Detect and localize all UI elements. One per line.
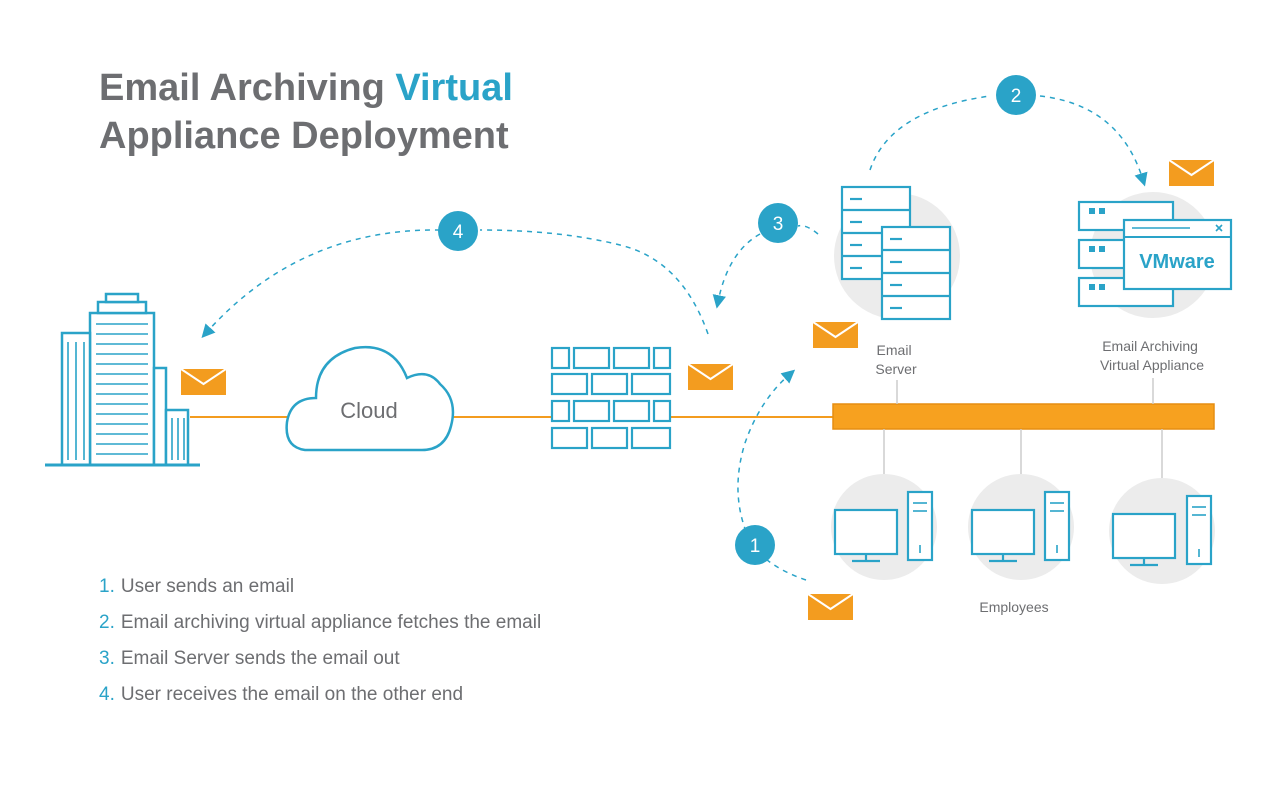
title-line1-prefix: Email Archiving [99, 67, 396, 109]
email-server-label-line1: Email [877, 342, 912, 358]
flow-arrow-step-2 [869, 95, 1143, 180]
employees-label: Employees [979, 599, 1048, 615]
step-marker-3-label: 3 [773, 214, 784, 235]
legend-item-1-num: 1. [99, 576, 115, 597]
legend-item-4: 4.User receives the email on the other e… [99, 677, 541, 713]
envelope-icon [687, 363, 734, 390]
appliance-label-line1: Email Archiving [1102, 338, 1198, 354]
network-bus [832, 403, 1215, 430]
step-marker-4: 4 [438, 211, 478, 251]
firewall-icon [550, 346, 672, 450]
vmware-window-icon: VMware [1122, 218, 1233, 291]
step-marker-4-label: 4 [453, 222, 464, 243]
employee-workstation-1 [831, 474, 937, 580]
envelope-icon [180, 368, 227, 395]
legend-item-2-text: Email archiving virtual appliance fetche… [120, 612, 542, 633]
legend-item-4-text: User receives the email on the other end [120, 684, 464, 705]
step-marker-1: 1 [735, 525, 775, 565]
step-marker-1-label: 1 [750, 536, 761, 557]
envelope-icon [807, 593, 854, 620]
legend-item-3: 3.Email Server sends the email out [99, 641, 541, 677]
page-title: Email Archiving Virtual Appliance Deploy… [99, 64, 513, 160]
employee-workstation-2 [968, 474, 1074, 580]
cloud-label: Cloud [340, 398, 397, 423]
close-icon [1215, 224, 1223, 232]
flow-arrow-step-4 [206, 229, 709, 334]
appliance-label: Email Archiving Virtual Appliance [1100, 338, 1204, 373]
legend-item-4-num: 4. [99, 684, 115, 705]
legend-item-1: 1.User sends an email [99, 569, 541, 605]
legend-item-3-num: 3. [99, 648, 115, 669]
legend-item-3-text: Email Server sends the email out [120, 648, 400, 669]
envelope-icon [812, 321, 859, 348]
title-line2: Appliance Deployment [99, 115, 509, 157]
vmware-label: VMware [1139, 251, 1215, 273]
email-server-icon [840, 185, 952, 321]
steps-legend: 1.User sends an email 2.Email archiving … [99, 569, 541, 713]
flow-arrow-step-1 [737, 369, 807, 581]
employee-workstation-3 [1109, 478, 1215, 584]
title-accent: Virtual [395, 67, 513, 109]
email-server-label: Email Server [875, 342, 917, 377]
flow-arrow-step-3 [718, 224, 819, 302]
office-building-icon [45, 292, 200, 467]
envelope-icon [1168, 159, 1215, 186]
step-marker-2: 2 [996, 75, 1036, 115]
email-server-label-line2: Server [875, 361, 917, 377]
step-marker-2-label: 2 [1011, 86, 1022, 107]
cloud-icon [285, 345, 455, 452]
step-marker-3: 3 [758, 203, 798, 243]
legend-item-2: 2.Email archiving virtual appliance fetc… [99, 605, 541, 641]
legend-item-2-num: 2. [99, 612, 115, 633]
legend-item-1-text: User sends an email [120, 576, 295, 597]
appliance-label-line2: Virtual Appliance [1100, 357, 1204, 373]
